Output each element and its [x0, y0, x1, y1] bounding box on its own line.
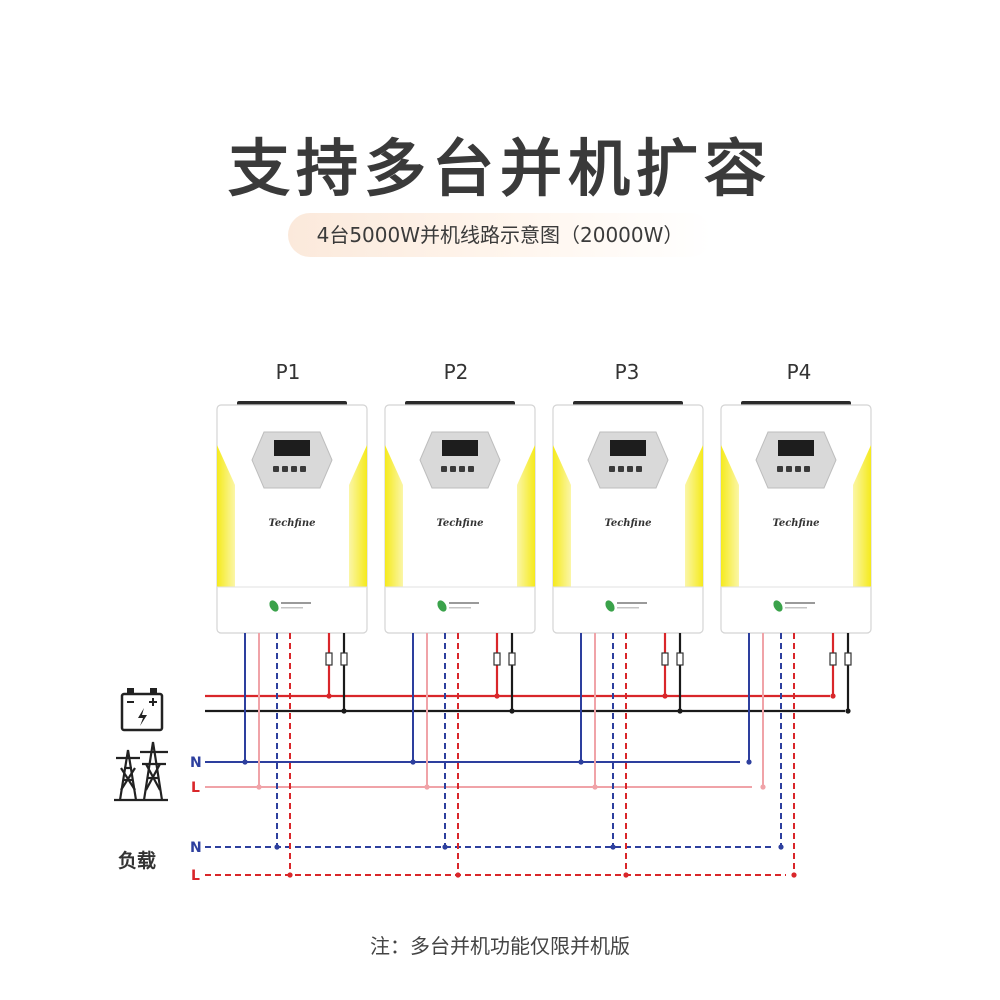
inverter-unit-p2: Techfine — [384, 401, 536, 634]
panel-button — [609, 466, 615, 472]
unit-label-p2: P2 — [443, 360, 469, 384]
unit-yellow-right — [349, 445, 367, 587]
panel-button — [777, 466, 783, 472]
display-panel — [755, 431, 837, 489]
panel-button — [786, 466, 792, 472]
leaf-icon — [605, 600, 615, 612]
brand-logo: Techfine — [437, 518, 484, 529]
panel-button — [300, 466, 306, 472]
panel-button — [468, 466, 474, 472]
lcd-screen — [610, 440, 646, 456]
unit-label-p4: P4 — [786, 360, 812, 384]
page-title: 支持多台并机扩容 — [227, 132, 772, 205]
fuse — [676, 652, 684, 666]
panel-button — [291, 466, 297, 472]
lcd-screen — [778, 440, 814, 456]
grid-n-label: N — [190, 755, 202, 771]
leaf-icon — [773, 600, 783, 612]
panel-button — [441, 466, 447, 472]
fuse — [661, 652, 669, 666]
unit-yellow-left — [721, 445, 739, 587]
lcd-screen — [274, 440, 310, 456]
inverter-unit-p1: Techfine — [216, 401, 368, 634]
unit-yellow-right — [853, 445, 871, 587]
panel-button — [627, 466, 633, 472]
unit-label-p3: P3 — [614, 360, 640, 384]
unit-label-p1: P1 — [275, 360, 301, 384]
power-tower-icon — [114, 741, 168, 802]
load-l-label: L — [191, 868, 200, 884]
panel-button — [795, 466, 801, 472]
fuse — [829, 652, 837, 666]
load-label: 负载 — [118, 850, 157, 872]
panel-button — [273, 466, 279, 472]
display-panel — [251, 431, 333, 489]
fuse — [844, 652, 852, 666]
display-panel — [587, 431, 669, 489]
fuse — [508, 652, 516, 666]
unit-yellow-left — [217, 445, 235, 587]
unit-yellow-left — [553, 445, 571, 587]
fuse — [493, 652, 501, 666]
fuse — [340, 652, 348, 666]
unit-yellow-left — [385, 445, 403, 587]
unit-yellow-right — [517, 445, 535, 587]
inverter-unit-p3: Techfine — [552, 401, 704, 634]
panel-button — [804, 466, 810, 472]
brand-logo: Techfine — [605, 518, 652, 529]
panel-button — [618, 466, 624, 472]
leaf-icon — [269, 600, 279, 612]
subtitle-pill: 4台5000W并机线路示意图（20000W） — [288, 213, 712, 257]
unit-yellow-right — [685, 445, 703, 587]
panel-button — [636, 466, 642, 472]
load-n-label: N — [190, 840, 202, 856]
battery-icon — [120, 688, 164, 732]
panel-button — [282, 466, 288, 472]
display-panel — [419, 431, 501, 489]
brand-logo: Techfine — [269, 518, 316, 529]
inverter-unit-p4: Techfine — [720, 401, 872, 634]
panel-button — [459, 466, 465, 472]
footnote: 注：多台并机功能仅限并机版 — [370, 934, 630, 958]
leaf-icon — [437, 600, 447, 612]
brand-logo: Techfine — [773, 518, 820, 529]
fuse — [325, 652, 333, 666]
lcd-screen — [442, 440, 478, 456]
panel-button — [450, 466, 456, 472]
grid-l-label: L — [191, 780, 200, 796]
